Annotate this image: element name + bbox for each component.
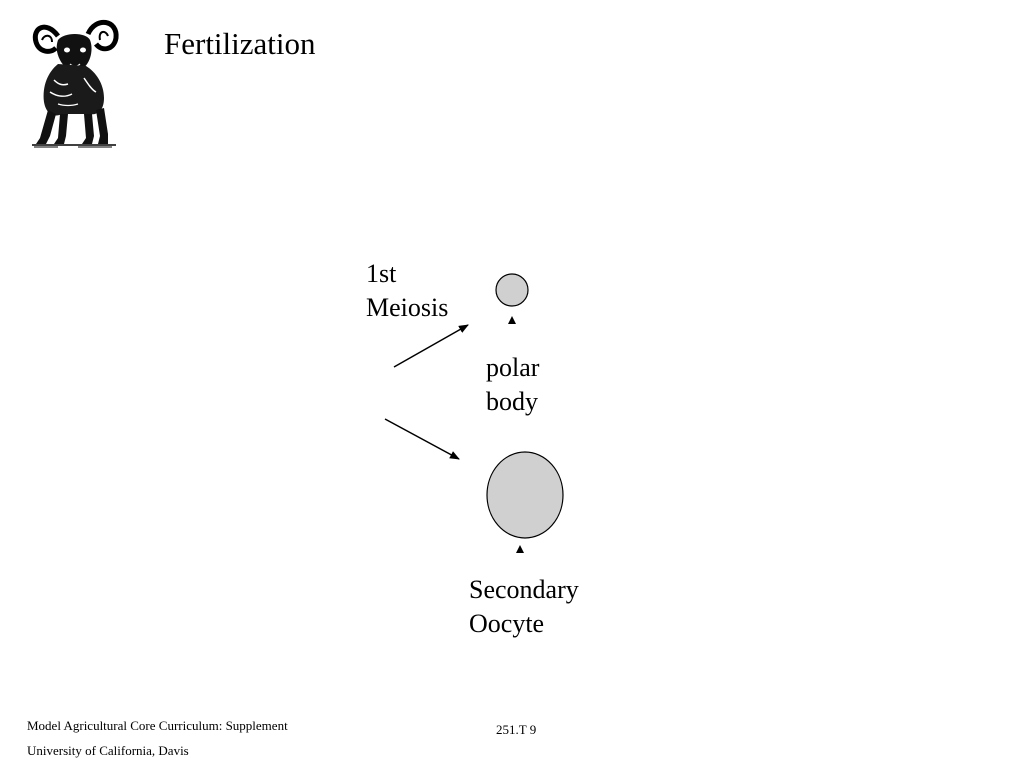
footer-curriculum: Model Agricultural Core Curriculum: Supp… [27,718,288,733]
ram-icon [32,20,119,148]
meiosis-label-line1: 1st [366,259,397,288]
footer-credits: Model Agricultural Core Curriculum: Supp… [27,713,288,763]
slide-code: 251.T 9 [496,722,537,737]
oocyte-label-line1: Secondary [469,575,579,604]
meiosis-label-line2: Meiosis [366,293,449,322]
polar-body-pointer [508,316,516,324]
footer-university: University of California, Davis [27,743,189,758]
polar-body-cell [495,273,529,307]
polar-body-label: polar body [486,351,539,419]
polar-body-label-line2: body [486,387,538,416]
oocyte-label-line2: Oocyte [469,609,545,638]
slide-title: Fertilization [164,26,316,61]
secondary-oocyte-cell [486,451,564,539]
polar-body-label-line1: polar [486,353,540,382]
arrow-to-polar-body [393,324,469,368]
oocyte-pointer [516,545,524,553]
meiosis-label: 1st Meiosis [366,257,448,325]
arrow-to-oocyte [384,418,460,460]
secondary-oocyte-label: Secondary Oocyte [469,573,579,641]
